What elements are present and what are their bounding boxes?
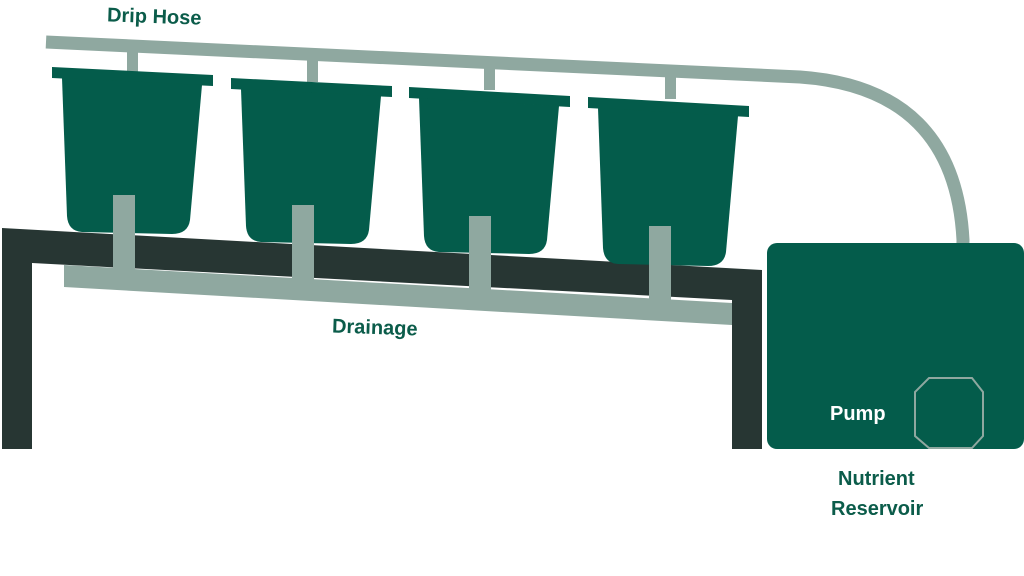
pump-icon xyxy=(914,377,984,449)
drainage-pipe xyxy=(64,265,732,325)
drip-emitter-2 xyxy=(307,52,318,82)
plant-pot-3 xyxy=(409,87,570,254)
drainage-riser-1 xyxy=(113,195,135,275)
pump-label: Pump xyxy=(830,403,886,425)
table-frame xyxy=(2,228,762,449)
drip-emitter-3 xyxy=(484,60,495,90)
drip-hose-label: Drip Hose xyxy=(106,4,202,30)
drip-emitter-4 xyxy=(665,69,676,99)
drainage-riser-4 xyxy=(649,226,671,306)
reservoir-label-line1: Nutrient xyxy=(838,468,915,490)
reservoir-label-line2: Reservoir xyxy=(831,498,924,520)
drainage-riser-2 xyxy=(292,205,314,285)
nutrient-reservoir-tank xyxy=(767,243,1024,449)
plant-pot-2 xyxy=(231,78,392,244)
drainage-riser-3 xyxy=(469,216,491,296)
drip-hose xyxy=(45,35,970,383)
drainage-label: Drainage xyxy=(331,315,418,341)
plant-pot-4 xyxy=(588,97,749,266)
drip-emitter-1 xyxy=(127,44,138,74)
plant-pot-1 xyxy=(52,67,213,234)
